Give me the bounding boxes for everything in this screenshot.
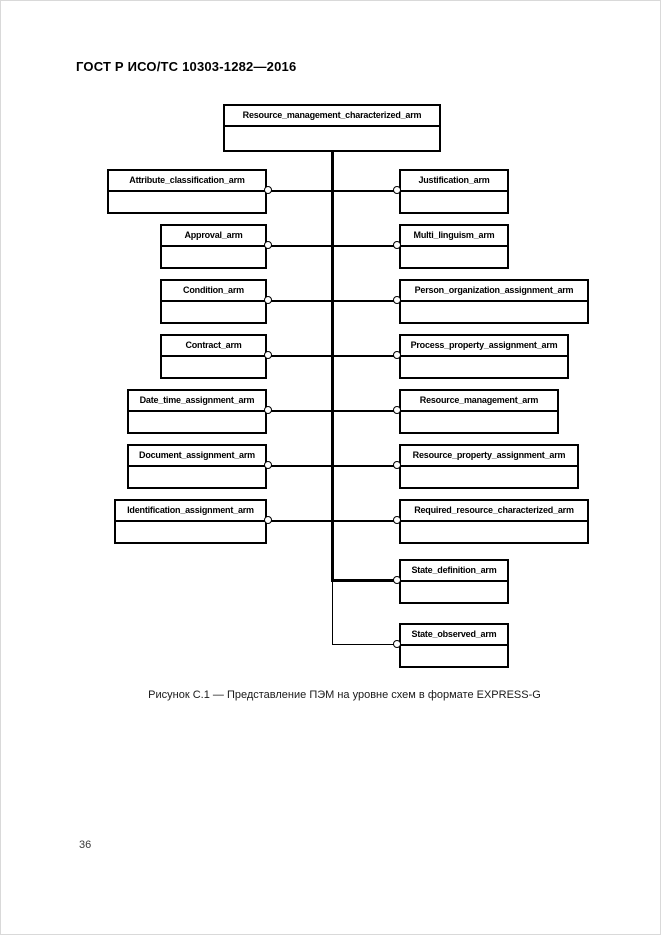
schema-box-approval: Approval_arm — [160, 224, 267, 269]
schema-box-label: Resource_management_characterized_arm — [225, 106, 439, 127]
schema-box-body — [129, 412, 265, 432]
schema-box-document-assignment: Document_assignment_arm — [127, 444, 267, 489]
page-ref-circle — [264, 461, 272, 469]
schema-box-label: Resource_management_arm — [401, 391, 557, 412]
schema-box-label: Required_resource_characterized_arm — [401, 501, 587, 522]
page-ref-circle — [264, 241, 272, 249]
page-ref-circle — [393, 351, 401, 359]
row-connector-line — [268, 465, 398, 467]
schema-box-process-property-assignment: Process_property_assignment_arm — [399, 334, 569, 379]
schema-box-body — [129, 467, 265, 487]
schema-box-label: Approval_arm — [162, 226, 265, 247]
schema-box-body — [401, 412, 557, 432]
schema-box-resource-management: Resource_management_arm — [399, 389, 559, 434]
schema-box-date-time-assignment: Date_time_assignment_arm — [127, 389, 267, 434]
state-definition-connector-line — [331, 579, 397, 582]
page-ref-circle — [393, 186, 401, 194]
schema-box-label: Date_time_assignment_arm — [129, 391, 265, 412]
page-ref-circle — [264, 186, 272, 194]
schema-box-label: Document_assignment_arm — [129, 446, 265, 467]
row-connector-line — [268, 300, 398, 302]
schema-box-person-organization-assignment: Person_organization_assignment_arm — [399, 279, 589, 324]
page-ref-circle — [264, 406, 272, 414]
schema-box-body — [116, 522, 265, 542]
schema-box-label: Process_property_assignment_arm — [401, 336, 567, 357]
schema-box-resource-property-assignment: Resource_property_assignment_arm — [399, 444, 579, 489]
schema-box-body — [401, 247, 507, 267]
page-ref-circle — [393, 406, 401, 414]
schema-box-body — [401, 467, 577, 487]
page-ref-circle — [264, 296, 272, 304]
page-ref-circle — [393, 296, 401, 304]
schema-box-label: Identification_assignment_arm — [116, 501, 265, 522]
page-ref-circle — [393, 640, 401, 648]
page-ref-circle — [264, 351, 272, 359]
schema-box-state-observed: State_observed_arm — [399, 623, 509, 668]
row-connector-line — [268, 190, 398, 192]
schema-box-body — [109, 192, 265, 212]
page-ref-circle — [393, 576, 401, 584]
row-connector-line — [268, 410, 398, 412]
page-number: 36 — [79, 839, 92, 851]
schema-box-root: Resource_management_characterized_arm — [223, 104, 441, 152]
schema-box-label: Person_organization_assignment_arm — [401, 281, 587, 302]
schema-box-label: Contract_arm — [162, 336, 265, 357]
schema-box-justification: Justification_arm — [399, 169, 509, 214]
schema-box-label: Multi_linguism_arm — [401, 226, 507, 247]
schema-box-required-resource-characterized: Required_resource_characterized_arm — [399, 499, 589, 544]
schema-box-state-definition: State_definition_arm — [399, 559, 509, 604]
schema-box-body — [162, 357, 265, 377]
schema-box-body — [401, 646, 507, 666]
document-header: ГОСТ Р ИСО/ТС 10303-1282—2016 — [76, 59, 297, 74]
trunk-line — [331, 152, 334, 582]
schema-box-label: Justification_arm — [401, 171, 507, 192]
row-connector-line — [268, 245, 398, 247]
state-observed-connector-line — [332, 644, 397, 645]
schema-box-body — [162, 302, 265, 322]
schema-box-label: State_definition_arm — [401, 561, 507, 582]
schema-box-condition: Condition_arm — [160, 279, 267, 324]
schema-box-body — [401, 302, 587, 322]
state-branch-line — [332, 582, 333, 645]
page-ref-circle — [393, 461, 401, 469]
schema-box-body — [401, 522, 587, 542]
schema-box-body — [401, 192, 507, 212]
figure-caption: Рисунок С.1 — Представление ПЭМ на уровн… — [148, 689, 541, 701]
schema-box-body — [401, 357, 567, 377]
row-connector-line — [268, 355, 398, 357]
schema-box-multi-linguism: Multi_linguism_arm — [399, 224, 509, 269]
schema-box-contract: Contract_arm — [160, 334, 267, 379]
schema-box-label: State_observed_arm — [401, 625, 507, 646]
schema-box-label: Attribute_classification_arm — [109, 171, 265, 192]
row-connector-line — [268, 520, 398, 522]
schema-box-label: Resource_property_assignment_arm — [401, 446, 577, 467]
page-ref-circle — [264, 516, 272, 524]
page-ref-circle — [393, 516, 401, 524]
schema-box-body — [225, 127, 439, 150]
schema-box-identification-assignment: Identification_assignment_arm — [114, 499, 267, 544]
schema-box-body — [401, 582, 507, 602]
page-ref-circle — [393, 241, 401, 249]
schema-box-attribute-classification: Attribute_classification_arm — [107, 169, 267, 214]
schema-box-label: Condition_arm — [162, 281, 265, 302]
schema-box-body — [162, 247, 265, 267]
